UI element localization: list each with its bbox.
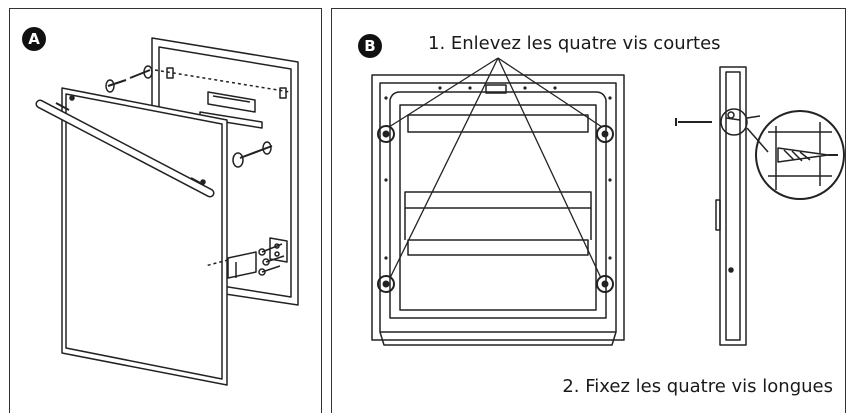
step-1-caption: 1. Enlevez les quatre vis courtes (428, 33, 721, 54)
panel-a-frame (9, 8, 322, 413)
door-front-view-illustration (371, 57, 625, 346)
door-panel-a-illustration (35, 37, 299, 386)
door-side-view-illustration (675, 66, 845, 346)
step-badge-a: A (22, 27, 46, 51)
step-2-caption: 2. Fixez les quatre vis longues (562, 376, 833, 397)
panel-b-frame (331, 8, 846, 413)
step-badge-b: B (358, 34, 382, 58)
